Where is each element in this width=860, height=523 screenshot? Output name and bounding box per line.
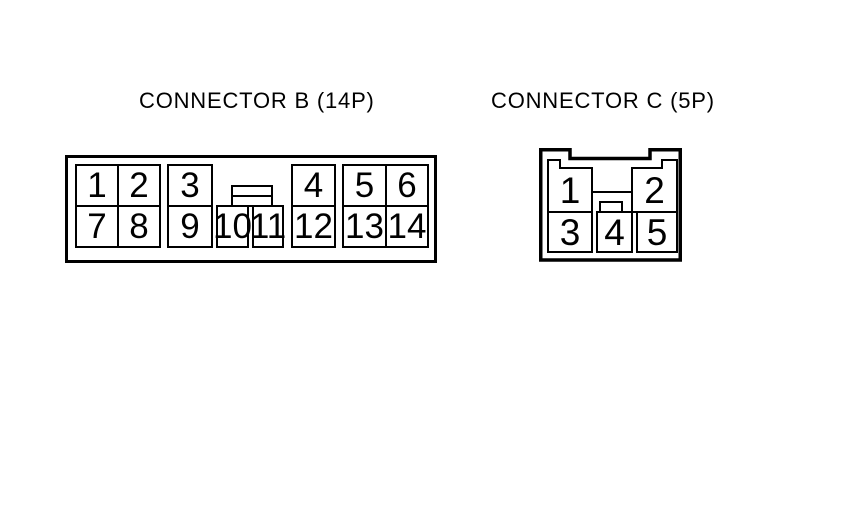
pin-box-b14 [385,205,429,248]
connector-b-pin-8: 8 [118,206,160,247]
pin-label: 11 [249,207,287,246]
connector-b-pin-14: 14 [386,206,428,247]
pin-box-b9 [167,205,213,248]
connector-c-pin-3: 3 [548,212,592,252]
pin-label: 14 [387,207,427,246]
connector-b-linework [65,155,437,263]
connector-c-pin-2: 2 [632,168,677,212]
connector-c-title: CONNECTOR C (5P) [491,88,715,113]
pin-label: 10 [213,207,252,246]
pin-label: 5 [646,211,668,253]
pin-label: 12 [294,207,333,246]
pin-label: 3 [180,166,200,205]
pin-label: 6 [397,166,417,205]
connector-b-pin-11: 11 [249,206,287,247]
pin-box-b8 [117,205,161,248]
connector-b-pin-4: 4 [292,165,335,206]
pin-label: 8 [129,207,149,246]
connector-b-pin-1: 1 [76,165,118,206]
connector-b-pin-13: 13 [343,206,386,247]
pin-box-c4 [596,211,633,253]
connector-c-housing-outline [539,148,682,262]
connector-b-pin-10: 10 [213,206,252,247]
connector-b-housing-outline [65,155,437,263]
pin-label: 5 [354,166,375,205]
pin-box-c5 [636,211,678,253]
pin-label: 7 [87,207,107,246]
pin-label: 9 [180,207,200,246]
pin-box-b12 [291,205,336,248]
connector-b-title: CONNECTOR B (14P) [139,88,375,113]
pin-label: 13 [345,207,384,246]
connector-b-pin-5: 5 [343,165,386,206]
connector-c-pin-4: 4 [597,212,632,252]
pin-label: 4 [604,211,625,253]
connector-c-linework [539,148,682,262]
connector-b-pin-3: 3 [168,165,212,206]
pin-label: 4 [303,166,324,205]
pin-label: 1 [559,169,581,211]
connector-b-pin-12: 12 [292,206,335,247]
connector-b-pin-7: 7 [76,206,118,247]
connector-b-pin-9: 9 [168,206,212,247]
connector-c-pin-1: 1 [548,168,592,212]
connector-b-figure: 1 2 3 4 5 6 7 8 9 10 11 12 13 14 [65,155,437,263]
connector-c-pin-5: 5 [637,212,677,252]
connector-b-pin-6: 6 [386,165,428,206]
pin-label: 1 [87,166,107,205]
pin-label: 2 [644,169,665,211]
pin-label: 2 [129,166,149,205]
pin-box-c3 [547,211,593,253]
connector-b-pin-2: 2 [118,165,160,206]
connector-c-figure: 1 2 3 4 5 [539,148,682,262]
pin-label: 3 [559,211,581,253]
